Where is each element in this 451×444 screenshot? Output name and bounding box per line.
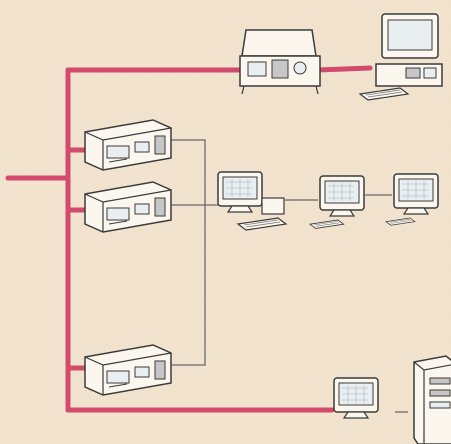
bottom-monitor	[334, 378, 378, 418]
bottom-tower	[414, 356, 451, 444]
tower-icon	[414, 356, 451, 444]
top-console-device	[240, 30, 320, 94]
bus-top-to-workstation	[318, 68, 370, 70]
console-icon	[240, 30, 320, 94]
monitor-icon	[334, 378, 378, 418]
monitor-icon	[394, 174, 438, 214]
monitor-icon	[320, 176, 364, 216]
